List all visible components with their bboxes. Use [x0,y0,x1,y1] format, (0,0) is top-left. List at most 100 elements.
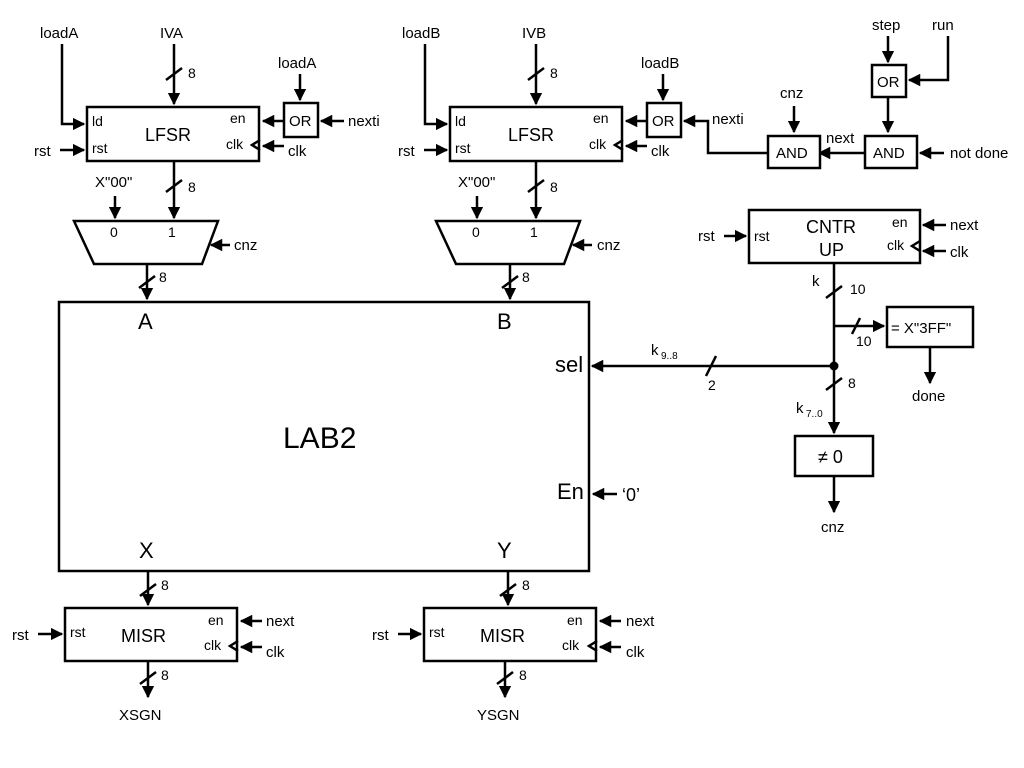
counter-section: rst rst CNTR UP en clk next clk k 10 10 … [590,208,979,536]
or-gate-b-label: OR [652,113,675,130]
and-gate-done-label: AND [873,145,905,162]
bus-slash-mux-a [138,275,156,289]
label-next-cntr: next [950,217,979,234]
bus-width-cmp3ff: 10 [856,333,872,349]
label-cnz-and: cnz [780,85,803,102]
lfsr-a-port-en: en [230,110,246,126]
lab2-title: LAB2 [283,422,356,455]
counter-port-clk: clk [887,237,905,253]
lab2-port-x: X [139,538,154,563]
label-step: step [872,17,900,34]
label-nexti-a: nexti [348,113,380,130]
or-gate-b [645,101,683,139]
bus-width-lfsr-a: 8 [188,179,196,195]
bus-slash-cmp3ff [850,317,862,335]
misr-x-port-rst: rst [70,624,86,640]
label-clk-lfsr-a: clk [288,143,307,160]
lfsr-a-port-ld: ld [92,113,103,129]
wire-load-b-ld [423,44,449,131]
misr-y-title: MISR [480,626,525,646]
lfsr-b-port-rst: rst [455,140,471,156]
misr-y-port-en: en [567,612,583,628]
mux-b-in0: 0 [472,224,480,240]
lab2-section: A B sel LAB2 En ‘0’ X Y [57,300,640,573]
wire-run [907,36,950,87]
bus-width-y: 8 [522,577,530,593]
label-rst-lfsr-a: rst [34,143,51,160]
bus-width-sel: 2 [708,377,716,393]
label-k: k [812,273,820,290]
label-k70-sub: 7..0 [806,409,823,420]
label-not-done: not done [950,145,1008,162]
and-gate-nexti-label: AND [776,145,808,162]
misr-x-port-en: en [208,612,224,628]
label-en-const: ‘0’ [622,485,640,505]
counter-up [747,208,922,265]
lab2-port-sel: sel [555,352,583,377]
label-k98-sub: 9..8 [661,351,678,362]
misr-y-port-clk: clk [562,637,580,653]
label-load-b: loadB [402,25,440,42]
bus-slash-sel [704,355,718,377]
misr-x-title: MISR [121,626,166,646]
comparator-3ff-label: = X"3FF" [891,320,951,337]
bus-width-k70: 8 [848,375,856,391]
bus-slash-y [499,583,517,597]
lab2-port-b: B [497,309,512,334]
bus-width-x: 8 [161,577,169,593]
label-zero-b: X"00" [458,174,495,191]
bus-width-xsgn: 8 [161,667,169,683]
bus-slash-k70 [825,377,843,391]
misr-x [63,606,239,663]
lfsr-b-title: LFSR [508,125,554,145]
counter-title-line1: CNTR [806,217,856,237]
label-ivb: IVB [522,25,546,42]
bus-slash-mux-b [501,275,519,289]
bus-slash-ivb [527,67,545,81]
mux-a-in1: 1 [168,224,176,240]
lfsr-b-section: loadB IVB 8 rst ld rst LFSR en clk loadB… [398,25,744,301]
misr-x-clock-symbol [227,639,239,653]
misr-y-port-rst: rst [429,624,445,640]
label-next-and: next [826,130,855,147]
label-clk-lfsr-b: clk [651,143,670,160]
misr-x-section: 8 rst rst MISR en clk next clk 8 XSGN [12,571,295,724]
mux-a [72,219,220,266]
lab2-port-y: Y [497,538,512,563]
label-cnz-out: cnz [821,519,844,536]
lab2-block [57,300,591,573]
lfsr-b [448,105,624,163]
misr-x-port-clk: clk [204,637,222,653]
label-load-a: loadA [40,25,78,42]
label-rst-misr-y: rst [372,627,389,644]
bus-width-mux-b: 8 [522,269,530,285]
bus-width-lfsr-b: 8 [550,179,558,195]
label-nexti-b: nexti [712,111,744,128]
label-next-misr-y: next [626,613,655,630]
label-run: run [932,17,954,34]
control-logic: step run OR AND not done next cnz AND [682,17,1008,170]
lfsr-a-clock-symbol [249,138,261,152]
bus-slash-lfsr-a [165,179,183,193]
counter-port-en: en [892,214,908,230]
bus-width-ysgn: 8 [519,667,527,683]
counter-title-line2: UP [819,240,844,260]
label-rst-misr-x: rst [12,627,29,644]
label-iva: IVA [160,25,183,42]
mux-b-in1: 1 [530,224,538,240]
counter-clock-symbol [909,239,921,253]
lfsr-b-clock-symbol [612,138,624,152]
label-zero-a: X"00" [95,174,132,191]
bus-slash-k [825,285,843,299]
label-xsgn: XSGN [119,707,162,724]
lab2-port-a: A [138,309,153,334]
misr-y-clock-symbol [586,639,598,653]
comparator-nonzero-label: ≠ 0 [818,447,843,467]
bus-slash-ysgn [496,671,514,685]
mux-b [434,219,582,266]
lfsr-a-port-rst: rst [92,140,108,156]
label-rst-lfsr-b: rst [398,143,415,160]
lfsr-b-port-clk: clk [589,136,607,152]
label-load-a-or: loadA [278,55,316,72]
